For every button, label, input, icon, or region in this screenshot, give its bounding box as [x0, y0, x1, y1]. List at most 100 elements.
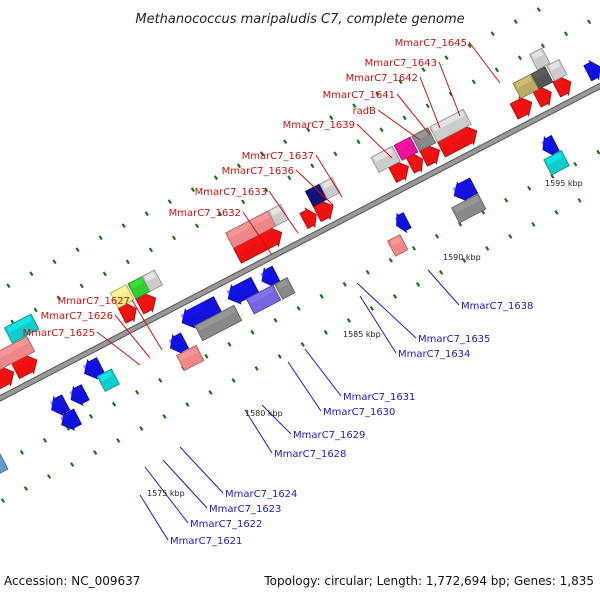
tick-mark: [471, 79, 476, 85]
tick-mark: [536, 7, 541, 13]
tick-mark: [333, 151, 338, 157]
tick-mark: [586, 19, 592, 25]
tick-mark: [29, 271, 34, 277]
gene-feature: [453, 177, 479, 202]
gene-feature-highlight: [69, 389, 78, 397]
tick-mark: [6, 283, 11, 289]
tick-mark: [421, 67, 426, 73]
forward-gene-label-leader: [419, 76, 441, 129]
gene-feature-highlight: [555, 79, 563, 87]
tick-mark: [75, 247, 80, 253]
gene-feature-highlight: [144, 271, 156, 282]
tick-mark: [342, 281, 347, 287]
reverse-gene-label: MmarC7_1621: [170, 536, 242, 547]
gene-feature: [245, 284, 282, 315]
backbone-line: [0, 83, 600, 401]
tick-mark: [467, 43, 472, 49]
gene-feature: [429, 108, 472, 143]
tick-mark: [508, 233, 513, 239]
reverse-gene-label-leader: [359, 295, 397, 354]
reverse-gene-label-leader: [356, 282, 417, 339]
tick-mark: [273, 317, 278, 323]
reverse-gene-label-leader: [144, 466, 189, 524]
tick-mark: [241, 199, 246, 205]
tick-mark: [310, 163, 315, 169]
forward-gene-label-leader: [377, 109, 421, 141]
tick-mark: [23, 486, 29, 491]
gene-feature-highlight: [421, 147, 431, 156]
gene-feature: [370, 145, 401, 173]
tick-mark: [485, 246, 490, 251]
tick-mark: [42, 437, 48, 443]
tick-mark: [596, 149, 600, 155]
forward-gene-label: MmarC7_1626: [41, 311, 113, 322]
reverse-gene-label: MmarC7_1638: [461, 301, 533, 312]
forward-gene-label-leader: [468, 41, 501, 84]
forward-gene-label: MmarC7_1636: [222, 166, 294, 177]
gene-feature-highlight: [515, 76, 532, 89]
tick-mark: [190, 187, 195, 193]
gene-feature: [583, 59, 600, 82]
gene-feature-highlight: [0, 458, 2, 462]
tick-mark: [323, 330, 328, 335]
tick-mark: [554, 209, 559, 215]
gene-feature-highlight: [431, 111, 465, 132]
gene-feature: [176, 344, 205, 372]
reverse-gene-label-leader: [287, 361, 322, 412]
tick-mark: [148, 247, 154, 253]
reverse-gene-label: MmarC7_1635: [418, 334, 490, 345]
tick-mark: [135, 389, 140, 395]
scale-label: 1575 kbp: [147, 489, 185, 498]
tick-mark: [388, 257, 393, 263]
gene-feature: [0, 335, 36, 371]
scale-label: 1595 kbp: [545, 179, 583, 188]
forward-gene-label-leader: [315, 154, 343, 198]
reverse-gene-label: MmarC7_1630: [323, 407, 395, 418]
gene-feature-highlight: [548, 61, 561, 71]
gene-feature: [96, 368, 120, 393]
tick-mark: [121, 223, 126, 229]
tick-mark: [79, 283, 84, 289]
forward-gene-label-leader: [295, 169, 334, 206]
tick-mark: [439, 270, 444, 275]
gene-feature: [299, 207, 317, 230]
tick-mark: [356, 139, 361, 145]
forward-gene-label: MmarC7_1639: [283, 120, 355, 131]
tick-mark: [513, 19, 518, 25]
gene-labels: MmarC7_1645MmarC7_1643MmarC7_1642MmarC7_…: [23, 38, 534, 547]
tick-mark: [296, 305, 301, 311]
gene-feature-highlight: [82, 362, 92, 371]
forward-gene-label-leader: [396, 93, 431, 136]
reverse-gene-label: MmarC7_1623: [209, 504, 281, 515]
tick-mark: [577, 197, 582, 203]
tick-mark: [411, 245, 417, 251]
tick-mark: [425, 103, 430, 109]
gene-feature: [3, 313, 40, 344]
gene-feature-highlight: [248, 286, 275, 304]
gene-feature-highlight: [315, 203, 325, 212]
gene-feature-highlight: [452, 183, 465, 193]
forward-gene-label: MmarC7_1632: [169, 208, 241, 219]
tick-mark: [329, 115, 334, 121]
reverse-gene-label: MmarC7_1628: [274, 449, 346, 460]
gene-feature-highlight: [541, 139, 549, 147]
tick-mark: [204, 353, 209, 359]
gene-feature: [169, 332, 190, 355]
tick-mark: [231, 378, 236, 383]
tick-marks: [0, 0, 600, 503]
tick-mark: [306, 127, 311, 133]
gene-feature: [509, 96, 533, 120]
gene-feature-highlight: [307, 185, 321, 197]
tick-mark: [227, 341, 232, 347]
tick-mark: [171, 235, 177, 241]
gene-feature: [542, 134, 560, 157]
tick-mark: [236, 163, 242, 169]
tick-mark: [462, 258, 467, 263]
gene-feature-highlight: [276, 279, 289, 289]
reverse-gene-label: MmarC7_1631: [343, 392, 415, 403]
scale-label: 1580 kbp: [245, 409, 283, 418]
tick-mark: [111, 401, 117, 407]
gene-feature: [70, 384, 90, 407]
gene-feature: [543, 150, 570, 176]
gene-feature-highlight: [453, 195, 480, 213]
